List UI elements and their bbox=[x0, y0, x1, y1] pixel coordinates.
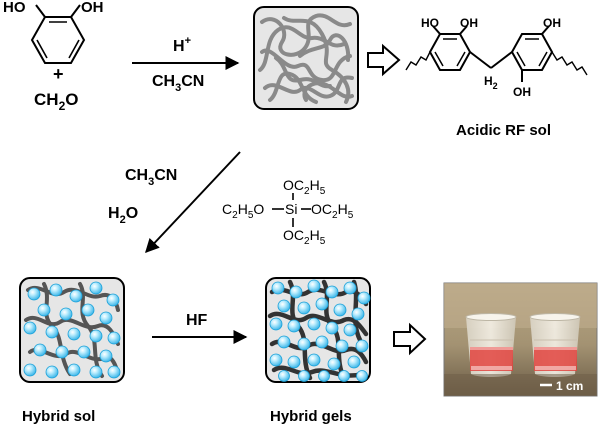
gel-spheres bbox=[269, 279, 371, 382]
rf-oh-bottom: OH bbox=[513, 85, 531, 99]
teos-center: Si bbox=[285, 201, 297, 217]
rf-oh-top-right: OH bbox=[460, 16, 478, 30]
gel-photo: 1 cm bbox=[443, 282, 598, 397]
rf-ho-left: HO bbox=[421, 16, 439, 30]
teos-top: OC2H5 bbox=[283, 177, 326, 197]
rf-h2-label: H2 bbox=[484, 74, 498, 91]
plus-sign: + bbox=[53, 64, 64, 84]
rf-sol-box bbox=[253, 6, 359, 110]
solvent-top-label: CH3CN bbox=[152, 73, 204, 94]
hybrid-gels-caption: Hybrid gels bbox=[270, 408, 352, 425]
right-cup bbox=[529, 313, 581, 377]
left-cup bbox=[465, 313, 517, 377]
rf-oh-right-ring: OH bbox=[543, 16, 561, 30]
solvent-side-label: CH3CN bbox=[125, 167, 177, 188]
catalyst-label: H+ bbox=[173, 35, 191, 55]
reaction-arrow-2 bbox=[145, 151, 241, 254]
resorcinol-oh-right: OH bbox=[81, 0, 104, 16]
teos-right: OC2H5 bbox=[311, 201, 354, 221]
hybrid-sol-box bbox=[19, 277, 125, 383]
hybrid-sol-caption: Hybrid sol bbox=[22, 408, 95, 425]
hf-label: HF bbox=[186, 312, 208, 329]
rf-oligomer-structure bbox=[405, 25, 588, 82]
sol-spheres bbox=[23, 281, 121, 379]
hybrid-gels-box bbox=[265, 277, 371, 383]
acidic-rf-sol-caption: Acidic RF sol bbox=[456, 122, 551, 139]
scale-bar-label: 1 cm bbox=[556, 379, 583, 393]
hollow-arrow-bottom bbox=[393, 322, 427, 356]
water-label: H2O bbox=[108, 205, 138, 226]
resorcinol-structure: HO OH bbox=[3, 0, 104, 64]
teos-left: C2H5O bbox=[222, 201, 264, 221]
teos-bottom: OC2H5 bbox=[283, 227, 326, 247]
resorcinol-oh-left: HO bbox=[3, 0, 26, 16]
hollow-arrow-top bbox=[367, 43, 401, 77]
teos-structure: OC2H5 C2H5O Si OC2H5 OC2H5 bbox=[222, 177, 354, 247]
formaldehyde-label: CH2O bbox=[34, 90, 78, 113]
